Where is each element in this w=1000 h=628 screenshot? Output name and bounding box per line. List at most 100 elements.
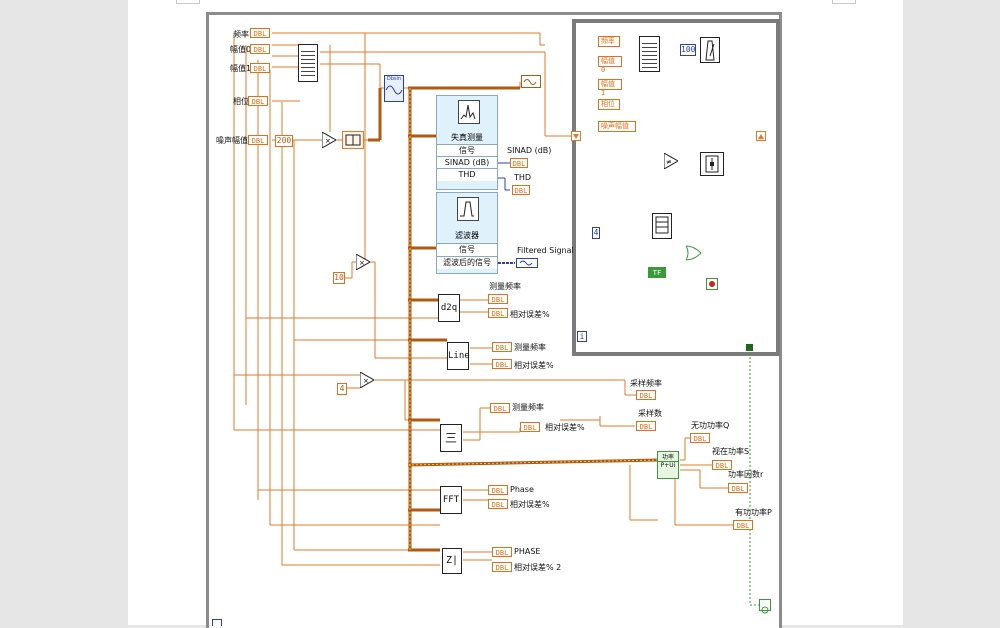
active-power-indicator[interactable]: DBL [733, 520, 753, 530]
graph-icon [523, 79, 537, 85]
svg-text:≠: ≠ [666, 158, 672, 166]
sample-count-indicator[interactable]: DBL [636, 421, 656, 431]
freq-terminal[interactable]: DBL [250, 28, 270, 38]
tf-constant[interactable]: TF [648, 267, 666, 278]
filtered-signal-indicator[interactable] [516, 258, 538, 268]
meas-freq3-indicator[interactable]: DBL [490, 403, 510, 413]
sine-wave-icon [385, 85, 403, 95]
sample-rate-indicator[interactable]: DBL [636, 390, 656, 400]
rel-err3-indicator[interactable]: DBL [520, 422, 540, 432]
rel-err2-label: 相对误差% [514, 361, 554, 370]
apparent-power-label: 视在功率S [712, 447, 750, 456]
stop-condition-terminal[interactable] [759, 599, 771, 614]
bundle-node[interactable] [298, 44, 318, 82]
phase-out2-label: PHASE [514, 547, 541, 556]
filter-vi[interactable]: 滤波器 信号 滤波后的信号 [436, 192, 498, 274]
loop-noise-control[interactable]: 噪声幅值 [598, 121, 636, 132]
power-factor-indicator[interactable]: DBL [728, 483, 748, 493]
or-gate-icon [685, 245, 702, 261]
const-10[interactable]: 10 [333, 272, 345, 284]
const-200[interactable]: 200 [275, 135, 293, 147]
multiply-node-3[interactable]: × [359, 371, 376, 389]
thd-indicator[interactable]: DBL [512, 185, 530, 195]
property-icon [655, 216, 669, 234]
phase-terminal[interactable]: DBL [248, 96, 268, 106]
tri-subvi[interactable]: 三 [440, 424, 462, 452]
phase-out-indicator[interactable]: DBL [488, 485, 508, 495]
distortion-row-sinad[interactable]: SINAD (dB) [437, 156, 497, 169]
svg-text:×: × [359, 259, 365, 267]
distortion-measurement-vi[interactable]: 失真测量 信号 SINAD (dB) THD [436, 95, 498, 190]
active-power-label: 有功功率P [735, 508, 772, 517]
filtered-signal-label: Filtered Signal [517, 246, 574, 255]
noise-amp-label: 噪声幅值 [216, 136, 248, 145]
phase-out2-indicator[interactable]: DBL [492, 547, 512, 557]
distortion-title: 失真测量 [451, 133, 483, 142]
svg-text:×: × [325, 137, 331, 145]
fft-subvi[interactable]: FFT [440, 486, 462, 514]
sinad-indicator[interactable]: DBL [510, 158, 528, 168]
shift-register-left[interactable] [571, 131, 581, 141]
loop-bundle-node[interactable] [639, 36, 660, 72]
loop-amp1-control[interactable]: 幅值1 [598, 79, 622, 97]
while-loop-frame [572, 19, 780, 356]
rel-err1-indicator[interactable]: DBL [488, 308, 508, 318]
or-node[interactable] [685, 245, 702, 261]
meas-freq2-indicator[interactable]: DBL [492, 342, 512, 352]
apparent-power-indicator[interactable]: DBL [712, 460, 732, 470]
rel-err5-indicator[interactable]: DBL [492, 562, 512, 572]
loop-iteration-terminal: i [577, 331, 587, 342]
wait-ms-node[interactable] [700, 37, 720, 63]
build-waveform-node[interactable] [342, 131, 364, 149]
stop-button-terminal[interactable] [706, 278, 718, 290]
page-corner-mark [176, 0, 200, 4]
filter-icon [457, 197, 479, 221]
outer-iteration-terminal [212, 619, 222, 626]
filter-title: 滤波器 [455, 231, 479, 240]
filter-row-output[interactable]: 滤波后的信号 [437, 256, 497, 269]
const-100[interactable]: 100 [680, 44, 696, 56]
rel-err4-indicator[interactable]: DBL [488, 499, 508, 509]
line-subvi[interactable]: Line [447, 342, 470, 370]
up-arrow-icon [758, 134, 764, 139]
shift-register-right[interactable] [756, 131, 766, 141]
case-select-node[interactable] [700, 152, 724, 176]
d2q-subvi[interactable]: d2q [438, 294, 460, 322]
noise-amp-terminal[interactable]: DBL [248, 135, 268, 145]
loop-const-4[interactable]: 4 [592, 227, 600, 239]
rel-err2-indicator[interactable]: DBL [492, 359, 512, 369]
select-icon [705, 155, 719, 173]
multiply-node-2[interactable]: × [355, 253, 372, 271]
not-equal-node[interactable]: ≠ [663, 152, 680, 170]
amp0-label: 幅值0 [230, 45, 252, 54]
page-corner-mark [832, 0, 856, 4]
filter-row-signal[interactable]: 信号 [437, 243, 497, 256]
property-node[interactable] [652, 213, 672, 239]
reactive-power-label: 无功功率Q [691, 421, 730, 430]
rel-err3-label: 相对误差% [545, 423, 585, 432]
loop-phase-control[interactable]: 相位 [598, 99, 620, 110]
multiply-node[interactable]: × [321, 131, 338, 149]
multiply-icon: × [355, 253, 372, 271]
rel-err1-label: 相对误差% [510, 310, 550, 319]
bundle-icon [301, 48, 315, 78]
amp0-terminal[interactable]: DBL [250, 44, 270, 54]
reactive-power-indicator[interactable]: DBL [690, 433, 710, 443]
distortion-row-signal[interactable]: 信号 [437, 144, 497, 157]
meas-freq1-indicator[interactable]: DBL [488, 294, 508, 304]
amp1-terminal[interactable]: DBL [250, 63, 270, 73]
loop-amp0-control[interactable]: 幅值0 [598, 56, 622, 74]
waveform-graph-terminal[interactable] [521, 75, 541, 88]
zi-subvi[interactable]: Z| [442, 548, 462, 574]
loop-freq-control[interactable]: 频率 [598, 36, 620, 47]
power-title: 功率 [658, 452, 678, 462]
const-4[interactable]: 4 [337, 383, 347, 395]
amp1-label: 幅值1 [230, 64, 252, 73]
waveform-icon [519, 260, 533, 266]
distortion-row-thd[interactable]: THD [437, 168, 497, 181]
sine-generator-node[interactable]: Dbsin [384, 75, 404, 102]
phase-label: 相位 [233, 97, 249, 106]
power-vi[interactable]: 功率 P+Ui [657, 451, 679, 479]
meas-freq1-label: 测量频率 [489, 282, 521, 291]
phase-out-label: Phase [510, 485, 534, 494]
